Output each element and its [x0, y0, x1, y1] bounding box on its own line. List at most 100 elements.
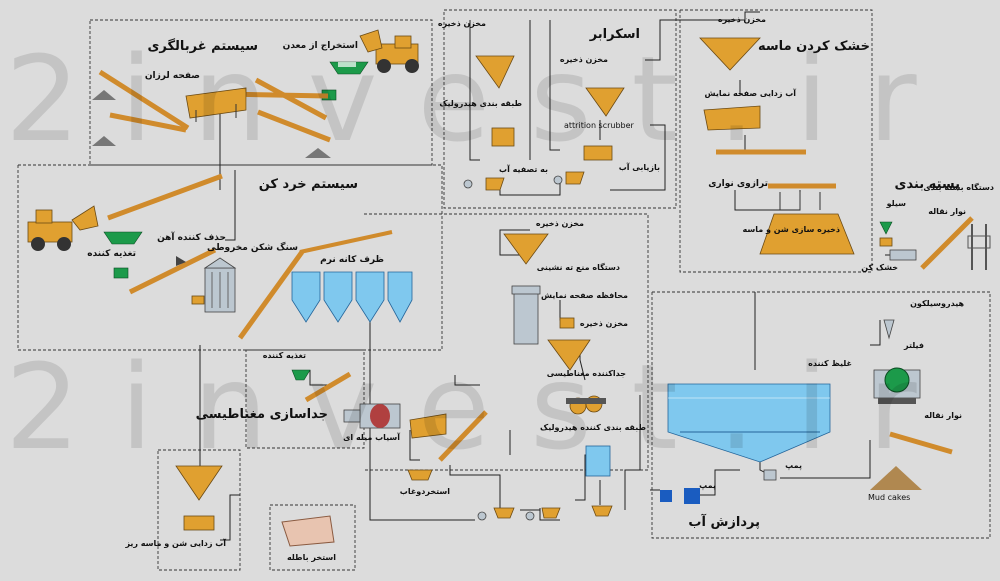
watermark-bottom: 2invest.ir	[5, 338, 957, 476]
storage-cone-5	[547, 339, 591, 371]
rod-mill	[343, 403, 401, 429]
storage-cone-3	[699, 37, 761, 71]
label-conveyor-belt-1: نوار نقاله	[928, 207, 966, 216]
dewater-small-1	[485, 177, 505, 191]
section-title-drying: خشک کردن ماسه	[758, 39, 870, 54]
label-thickener: غلیظ کننده	[808, 359, 852, 368]
label-feeder-2: تغذیه کننده	[263, 351, 306, 360]
crushing-box	[17, 164, 443, 351]
dryer-unit	[889, 249, 917, 261]
storage-cone-4	[503, 233, 549, 265]
feeder-middle	[291, 369, 311, 381]
conveyor-crush-3	[237, 250, 305, 340]
water-box	[651, 291, 991, 539]
drum-filter	[873, 367, 921, 404]
label-packing-machine: دستگاه بسته بندی	[923, 182, 994, 192]
storage-cone-2	[585, 87, 625, 117]
storage-cone-1	[475, 55, 515, 89]
label-pump-2: پمپ	[699, 481, 716, 490]
return-conveyor	[438, 410, 488, 462]
settling-device	[513, 291, 539, 345]
label-hydrocyclone: هیدروسیلکون	[910, 299, 964, 308]
cone-crusher	[191, 257, 237, 313]
pump-thickener	[763, 469, 777, 481]
water-equipment	[660, 319, 953, 504]
label-dewatering-screen: آب زدایی صفحه نمایش	[705, 88, 797, 99]
label-iron-remover: حذف کننده آهن	[157, 231, 226, 243]
magnetic-box-left	[245, 349, 365, 449]
label-mud-cakes: Mud cakes	[868, 493, 910, 502]
wheel-loader-top	[359, 29, 419, 73]
fine-sand-dewater	[183, 515, 215, 531]
drying-equipment	[699, 37, 855, 255]
magnetic-separator	[566, 395, 606, 415]
label-settling-device: دستگاه منع ته نشینی	[537, 262, 620, 272]
section-title-packing: بسته بندی	[895, 177, 960, 192]
packing-machine	[967, 224, 991, 270]
watermark-top: 2invest.ir	[5, 30, 957, 168]
dewater-small-2	[565, 171, 585, 185]
label-fine-sand-dewatering: آب زدایی شن و ماسه ریز	[124, 538, 226, 548]
label-belt-scale: ترازوی نواری	[708, 179, 768, 189]
water-tank	[684, 488, 700, 504]
mud-cakes-pile	[870, 466, 922, 490]
section-title-crushing: سیستم خرد کن	[259, 177, 358, 192]
label-hydraulic-classifier: طبقه بندی هیدرولیک	[439, 99, 522, 108]
tailings-box	[269, 504, 356, 571]
wheel-loader-left	[27, 205, 99, 251]
label-hydraulic-classifier-2: طبقه بندی کننده هیدرولیک	[540, 423, 646, 432]
scrubber-box	[443, 9, 677, 209]
label-mining: استخراج از معدن	[283, 41, 358, 51]
label-screen-guard: محافظه صفحه نمایش	[541, 291, 628, 301]
label-pump-1: پمپ	[785, 461, 802, 470]
label-storage-2: مخزن ذخیره	[560, 55, 608, 64]
label-vibrating-screen: صفحه لرزان	[145, 71, 200, 81]
label-dryer: خشک کن	[861, 263, 898, 272]
label-to-water-treatment: به تصفیه آب	[499, 164, 548, 174]
packing-conveyor	[920, 216, 974, 270]
vibrating-screen	[185, 87, 247, 119]
conveyor-screen-5	[257, 109, 331, 143]
dewatering-screen	[703, 105, 761, 131]
label-storage-4: مخزن ذخیره	[536, 219, 584, 228]
magnetic-feed-conveyor	[304, 371, 352, 403]
conveyor-screen-1	[98, 69, 190, 131]
screening-box	[89, 19, 433, 166]
section-title-magnetic: جداسازی مغناطیسی	[196, 407, 328, 422]
bottom-left-equipment	[175, 465, 335, 547]
section-title-water: پردازش آب	[688, 513, 760, 530]
iron-remover	[176, 256, 186, 266]
conveyor-crush-4	[299, 230, 393, 254]
label-conveyor-belt-2: نوار نقاله	[924, 411, 962, 420]
pump-scrubber-2	[553, 175, 563, 185]
tailings-pond-shape	[281, 515, 335, 547]
fine-dewater-box	[157, 449, 241, 571]
hydrocyclone-icon	[883, 319, 895, 340]
hydraulic-classifier-2	[585, 445, 611, 477]
thickener-tank	[667, 383, 831, 463]
label-cone-crusher: سنگ شکن مخروطی	[207, 241, 298, 253]
conveyor-crush-2	[128, 247, 217, 295]
label-storage-1: مخزن ذخیره	[438, 19, 486, 28]
hydraulic-classifier-top	[491, 127, 515, 147]
packing-equipment	[879, 216, 991, 270]
scrubber-equipment	[463, 55, 625, 191]
mud-conveyor	[889, 431, 953, 455]
section-title-screening: سیستم غربالگری	[147, 38, 258, 54]
label-fine-sand-bin: ظرف کانه نرم	[320, 255, 384, 265]
feed-hopper-left	[103, 231, 143, 245]
conveyor-screen-2	[109, 112, 187, 133]
magnetic-box-main	[364, 213, 649, 471]
label-ball-mill: آسیاب میله ای	[343, 432, 400, 442]
conveyor-crush-1	[107, 173, 223, 221]
stockpile-1	[92, 90, 116, 100]
label-attrition-scrubber: attrition scrubber	[564, 121, 635, 130]
sand-storage-pile	[759, 213, 855, 255]
label-filter: فیلتر	[903, 341, 924, 350]
stockpile-3	[305, 148, 331, 158]
mid-screen	[409, 413, 447, 439]
section-title-scrubber: اسکرابر	[589, 27, 640, 42]
feeder-left	[113, 267, 129, 279]
